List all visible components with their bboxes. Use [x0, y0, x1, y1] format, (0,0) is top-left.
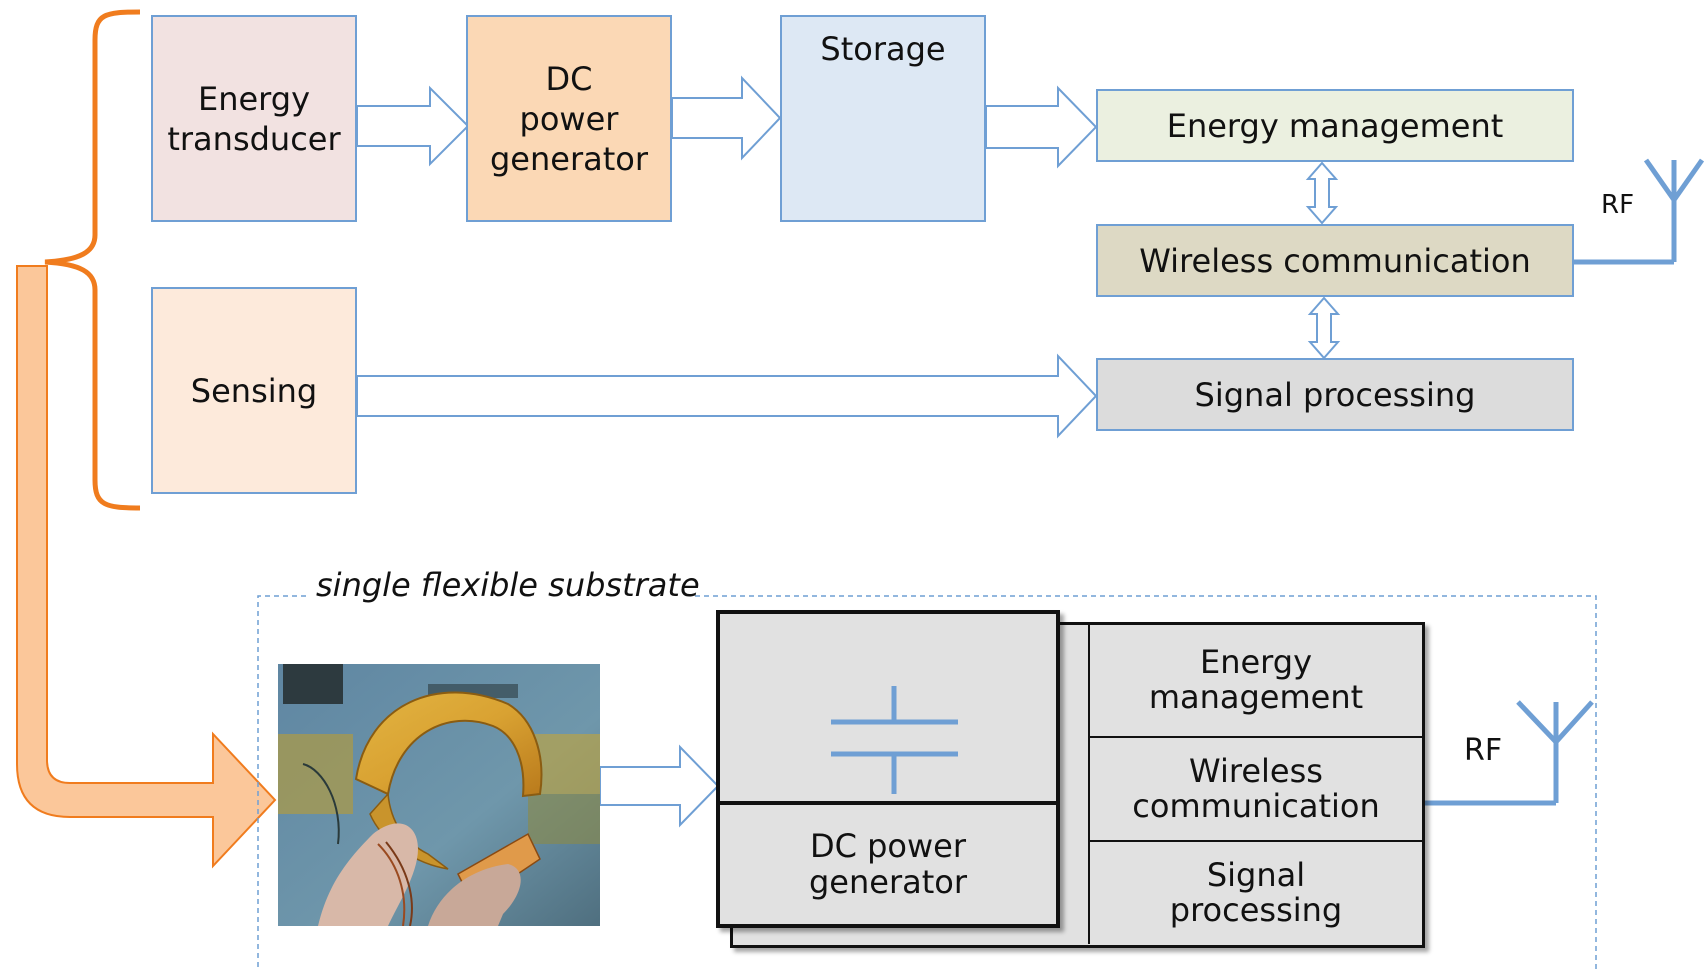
bottom-wireless-communication-label: Wireless communication: [1132, 751, 1380, 825]
energy-transducer-label: Energy transducer: [167, 79, 341, 158]
bottom-dc-power-generator-cell: DC power generator: [720, 805, 1056, 924]
bottom-storage-cell: [720, 614, 1056, 805]
arrow-transducer-to-dc: [356, 85, 470, 167]
sensing-box: Sensing: [151, 287, 357, 494]
capacitor-icon-bottom: [831, 686, 958, 794]
energy-management-box: Energy management: [1096, 89, 1574, 162]
bottom-dc-power-generator-label: DC power generator: [808, 827, 967, 901]
arrow-storage-to-energy-mgmt: [985, 85, 1098, 169]
antenna-icon-top: [1574, 158, 1704, 265]
energy-management-label: Energy management: [1166, 106, 1504, 145]
wireless-communication-box: Wireless communication: [1096, 224, 1574, 297]
dc-power-generator-box: DC power generator: [466, 15, 672, 222]
flexible-substrate-photo: [278, 664, 600, 926]
bottom-energy-management-cell: Energy management: [1090, 624, 1422, 738]
arrow-photo-to-stack: [599, 744, 720, 828]
double-arrow-em-wc: [1305, 161, 1339, 225]
signal-processing-label: Signal processing: [1194, 375, 1476, 414]
sensing-label: Sensing: [190, 371, 318, 410]
energy-transducer-box: Energy transducer: [151, 15, 357, 222]
rf-label-bottom: RF: [1464, 733, 1503, 768]
big-orange-arrow: [16, 265, 277, 869]
bottom-energy-management-label: Energy management: [1148, 642, 1364, 716]
storage-label: Storage: [820, 30, 946, 68]
orange-brace: [44, 9, 141, 511]
dc-power-generator-label: DC power generator: [489, 59, 648, 178]
storage-box: Storage: [780, 15, 986, 222]
arrow-sensing-to-signal: [356, 353, 1098, 439]
signal-processing-box: Signal processing: [1096, 358, 1574, 431]
stack-divider: [1088, 624, 1090, 944]
arrow-dc-to-storage: [671, 75, 782, 161]
bottom-signal-processing-cell: Signal processing: [1090, 842, 1422, 944]
bottom-wireless-communication-cell: Wireless communication: [1090, 738, 1422, 842]
rf-label-top: RF: [1601, 190, 1635, 220]
double-arrow-wc-sp: [1307, 296, 1341, 360]
bottom-signal-processing-label: Signal processing: [1169, 855, 1343, 929]
module-stack-front: DC power generator: [716, 610, 1060, 928]
substrate-label: single flexible substrate: [316, 566, 700, 604]
wireless-communication-label: Wireless communication: [1139, 241, 1531, 280]
antenna-icon-bottom: [1424, 700, 1594, 806]
substrate-frame: [257, 595, 1597, 970]
